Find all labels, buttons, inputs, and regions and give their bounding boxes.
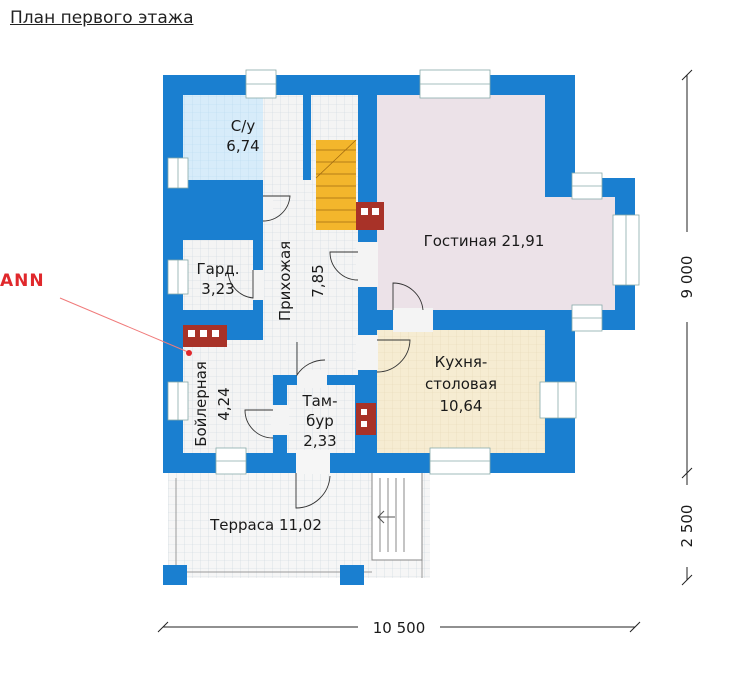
label-gard-name: Гард. (196, 260, 239, 278)
terrace-pillar-right (340, 565, 364, 585)
windows (167, 69, 640, 475)
door-gostinaya (392, 282, 433, 332)
dimension-depth-terrace-label: 2 500 (678, 505, 696, 548)
terrace-pillar-left (163, 565, 187, 585)
chimney-kitchen (356, 403, 376, 435)
chimney-boiler (183, 325, 227, 347)
callout-line (59, 297, 189, 353)
door-gard (227, 270, 264, 300)
room-gostinaya (377, 95, 615, 310)
door-tambur (296, 342, 327, 388)
label-terrasa: Терраса 11,02 (209, 516, 322, 534)
label-prikhozhaya-name: Прихожая (276, 241, 294, 321)
label-kukhnya-area: 10,64 (440, 397, 483, 415)
label-gard-area: 3,23 (201, 280, 234, 298)
label-kukhnya-line1: Кухня- (435, 353, 488, 371)
door-hall-right (329, 242, 378, 287)
chimney-gostinaya (356, 202, 384, 230)
page-title: План первого этажа (10, 8, 194, 28)
brand-label: ANN (0, 271, 45, 291)
dimension-width-label: 10 500 (373, 619, 426, 637)
dimension-depth-main-label: 9 000 (678, 256, 696, 299)
label-gostinaya: Гостиная 21,91 (424, 232, 545, 250)
label-tambur-line1: Там- (301, 392, 337, 410)
door-boiler (244, 405, 289, 439)
label-boilernaya-name: Бойлерная (192, 361, 210, 447)
label-tambur-line2: бур (306, 412, 334, 430)
door-su (262, 195, 291, 222)
label-boilernaya-area: 4,24 (215, 387, 233, 420)
label-kukhnya-line2: столовая (425, 375, 497, 393)
label-tambur-area: 2,33 (303, 432, 336, 450)
door-kitchen (356, 335, 411, 373)
label-prikhozhaya-area: 7,85 (309, 264, 327, 297)
label-su-name: С/у (231, 117, 256, 135)
staircase (315, 139, 357, 230)
label-su-area: 6,74 (226, 137, 259, 155)
door-entrance (295, 450, 331, 509)
